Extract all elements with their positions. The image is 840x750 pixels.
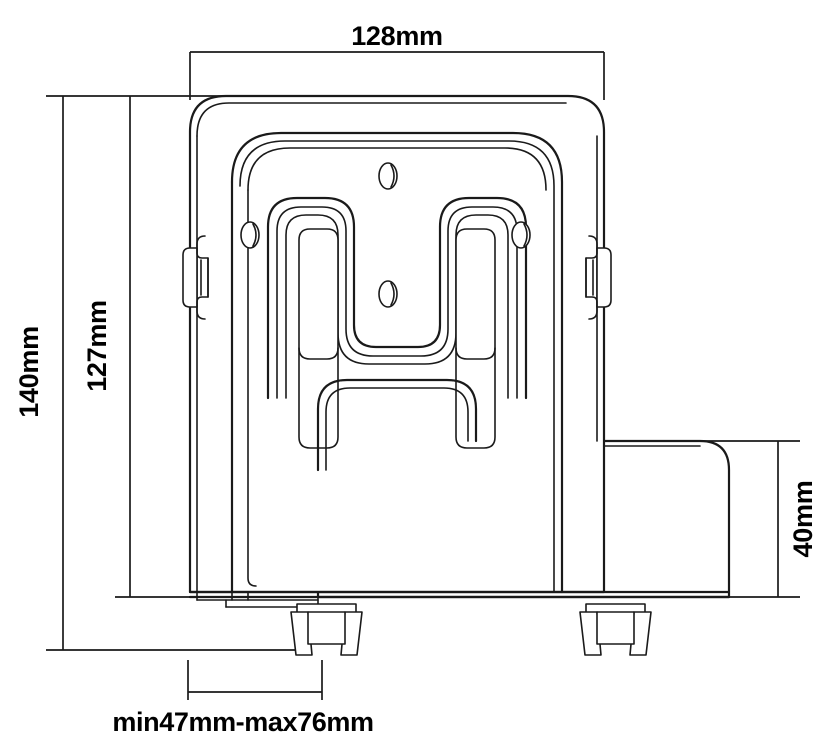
bracket-plate bbox=[188, 94, 606, 594]
plate-base-strip bbox=[188, 590, 731, 608]
slot-right-lower bbox=[455, 347, 496, 449]
plate-edge-offset bbox=[196, 102, 567, 137]
slot-left bbox=[298, 228, 339, 360]
hole-right-side bbox=[511, 221, 531, 249]
foot-left bbox=[290, 603, 363, 656]
dimension-label-width-top: 128mm bbox=[351, 21, 443, 51]
side-clip-left bbox=[182, 235, 209, 320]
hole-left-side bbox=[240, 221, 260, 249]
foot-right bbox=[579, 603, 652, 656]
side-clip-right bbox=[585, 235, 612, 320]
dimension-lines bbox=[62, 51, 779, 693]
dimension-label-height-outer: 140mm bbox=[14, 326, 44, 418]
lower-rounded-boss bbox=[316, 378, 478, 472]
dimension-label-height-inner: 127mm bbox=[82, 300, 112, 392]
hole-mid-center bbox=[378, 280, 398, 308]
dimension-label-height-arm: 40mm bbox=[788, 481, 818, 558]
hole-top-center bbox=[378, 162, 398, 190]
dimension-label-depth-range: min47mm-max76mm bbox=[112, 707, 373, 737]
slot-right bbox=[455, 228, 496, 360]
inner-recess-outline bbox=[230, 131, 564, 594]
recess-left-rail bbox=[230, 180, 257, 594]
product-geometry bbox=[182, 94, 731, 656]
central-u-channel bbox=[266, 196, 528, 400]
